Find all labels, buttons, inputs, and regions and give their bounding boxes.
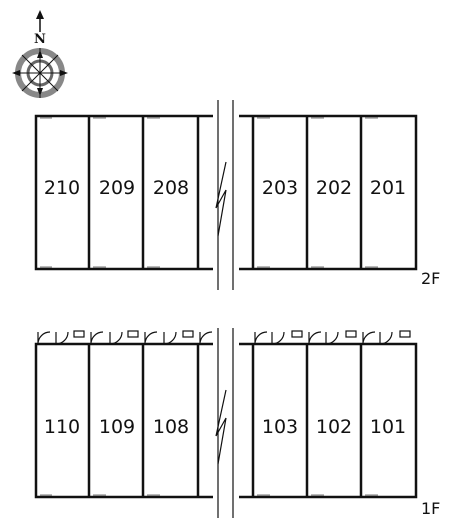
room-109: 109 [99, 416, 135, 438]
room-202: 202 [316, 177, 352, 199]
floor-2f: 2F [34, 100, 440, 290]
floor-1f: 1F [34, 328, 440, 518]
room-210: 210 [44, 177, 80, 199]
room-101: 101 [370, 416, 406, 438]
room-110: 110 [44, 416, 80, 438]
room-103: 103 [262, 416, 298, 438]
floor-label-2f: 2F [421, 269, 440, 288]
room-108: 108 [153, 416, 189, 438]
room-208: 208 [153, 177, 189, 199]
compass-icon: N [12, 10, 68, 98]
room-203: 203 [262, 177, 298, 199]
room-209: 209 [99, 177, 135, 199]
room-102: 102 [316, 416, 352, 438]
compass-north-label: N [34, 32, 46, 47]
floor-label-1f: 1F [421, 499, 440, 518]
room-201: 201 [370, 177, 406, 199]
